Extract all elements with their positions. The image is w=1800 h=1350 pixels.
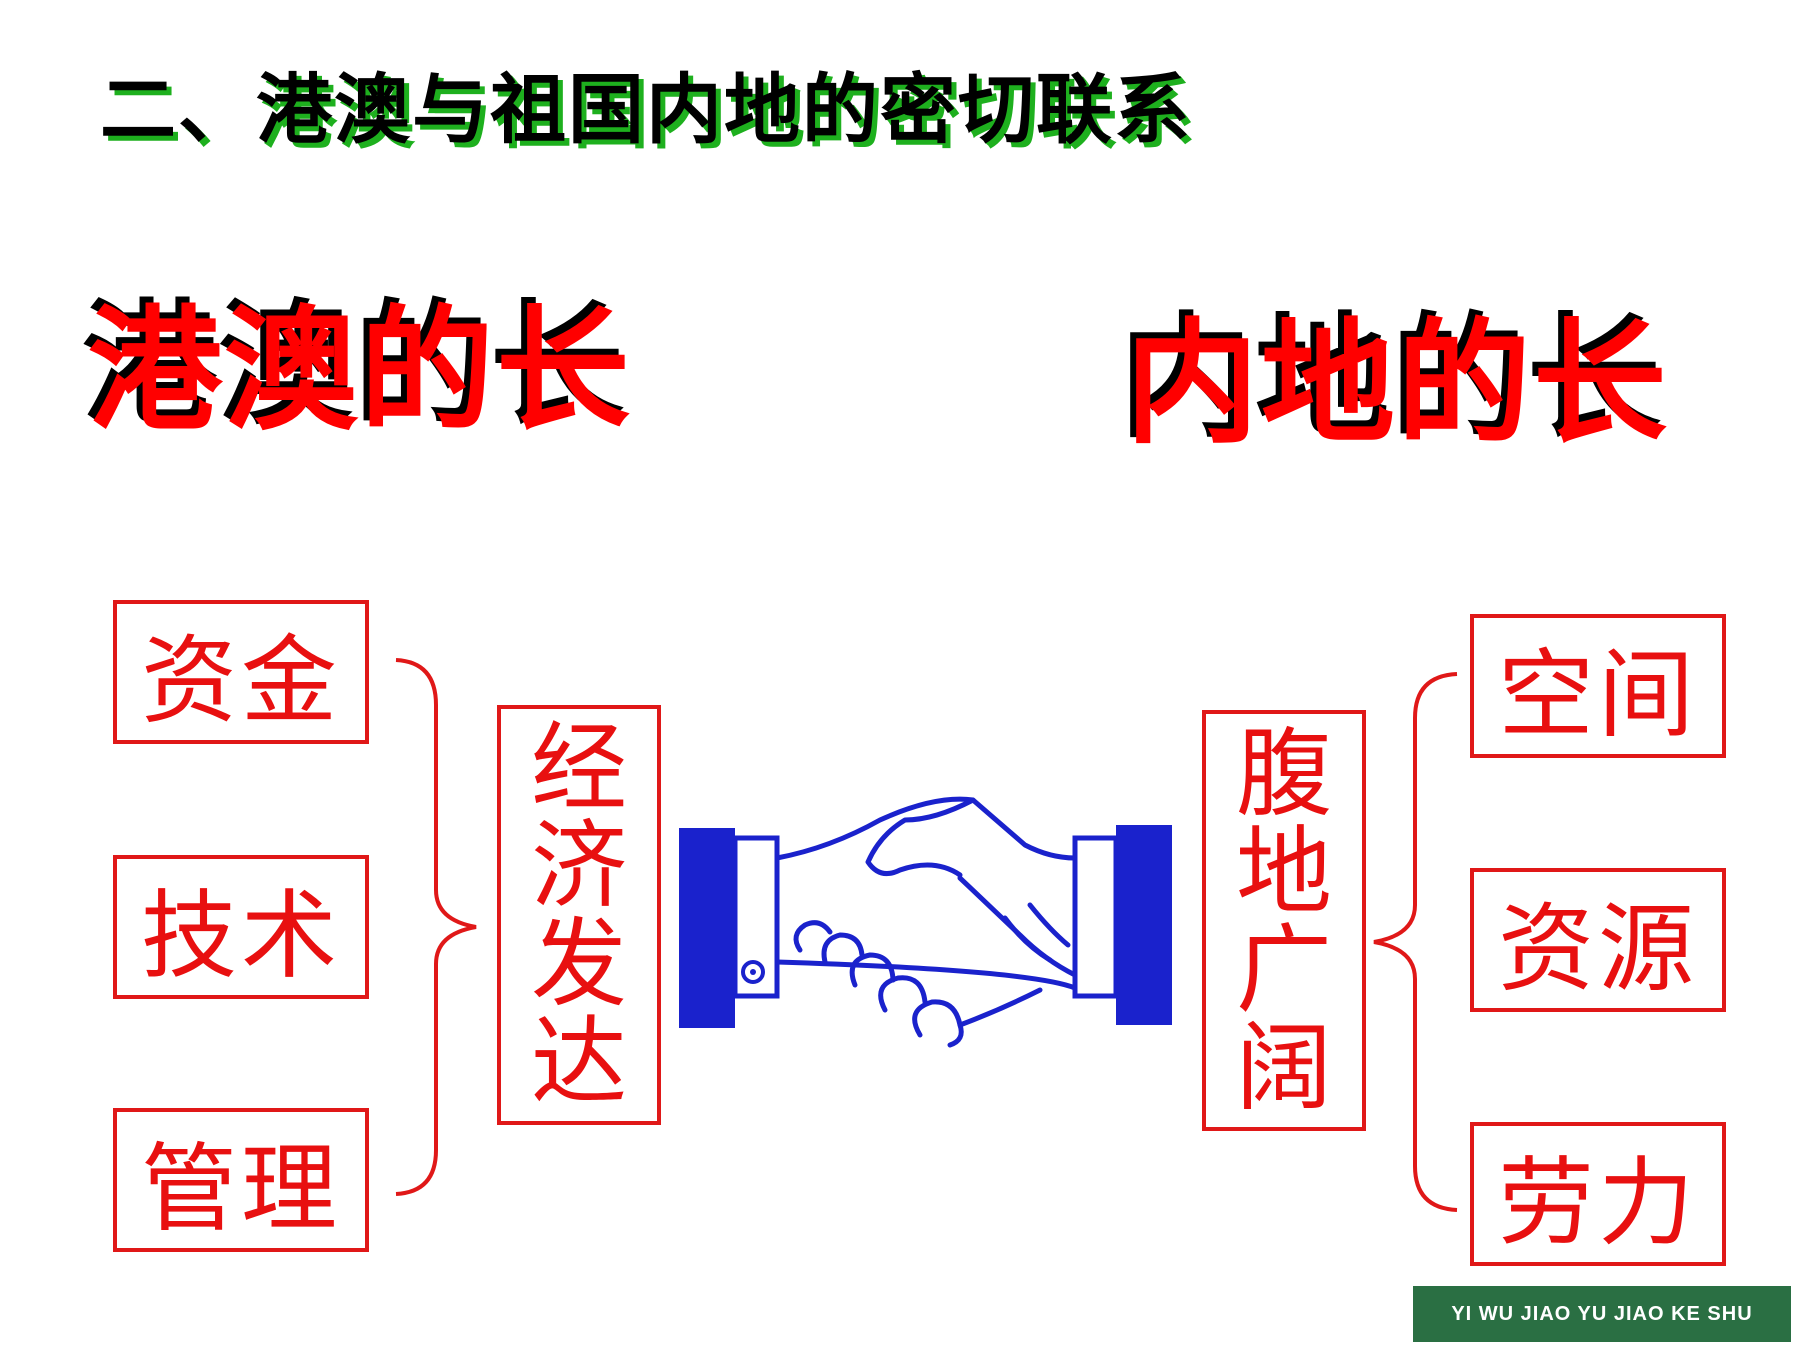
right-item-labor: 劳力 xyxy=(1470,1122,1726,1266)
left-summary-box: 经 济 发 达 xyxy=(497,705,661,1125)
right-item-resources: 资源 xyxy=(1470,868,1726,1012)
left-item-management: 管理 xyxy=(113,1108,369,1252)
right-brace xyxy=(1373,672,1458,1212)
right-item-space: 空间 xyxy=(1470,614,1726,758)
handshake-icon xyxy=(679,796,1172,1048)
left-brace xyxy=(395,658,477,1196)
footer-badge: YI WU JIAO YU JIAO KE SHU xyxy=(1413,1286,1791,1342)
mainland-strengths-heading: 内地的长 xyxy=(1125,306,1670,462)
hongkong-macau-strengths-heading: 港澳的长 xyxy=(88,293,633,449)
left-item-capital: 资金 xyxy=(113,600,369,744)
right-summary-box: 腹 地 广 阔 xyxy=(1202,710,1366,1131)
slide-title: 二、港澳与祖国内地的密切联系 xyxy=(100,65,1192,154)
left-item-technology: 技术 xyxy=(113,855,369,999)
